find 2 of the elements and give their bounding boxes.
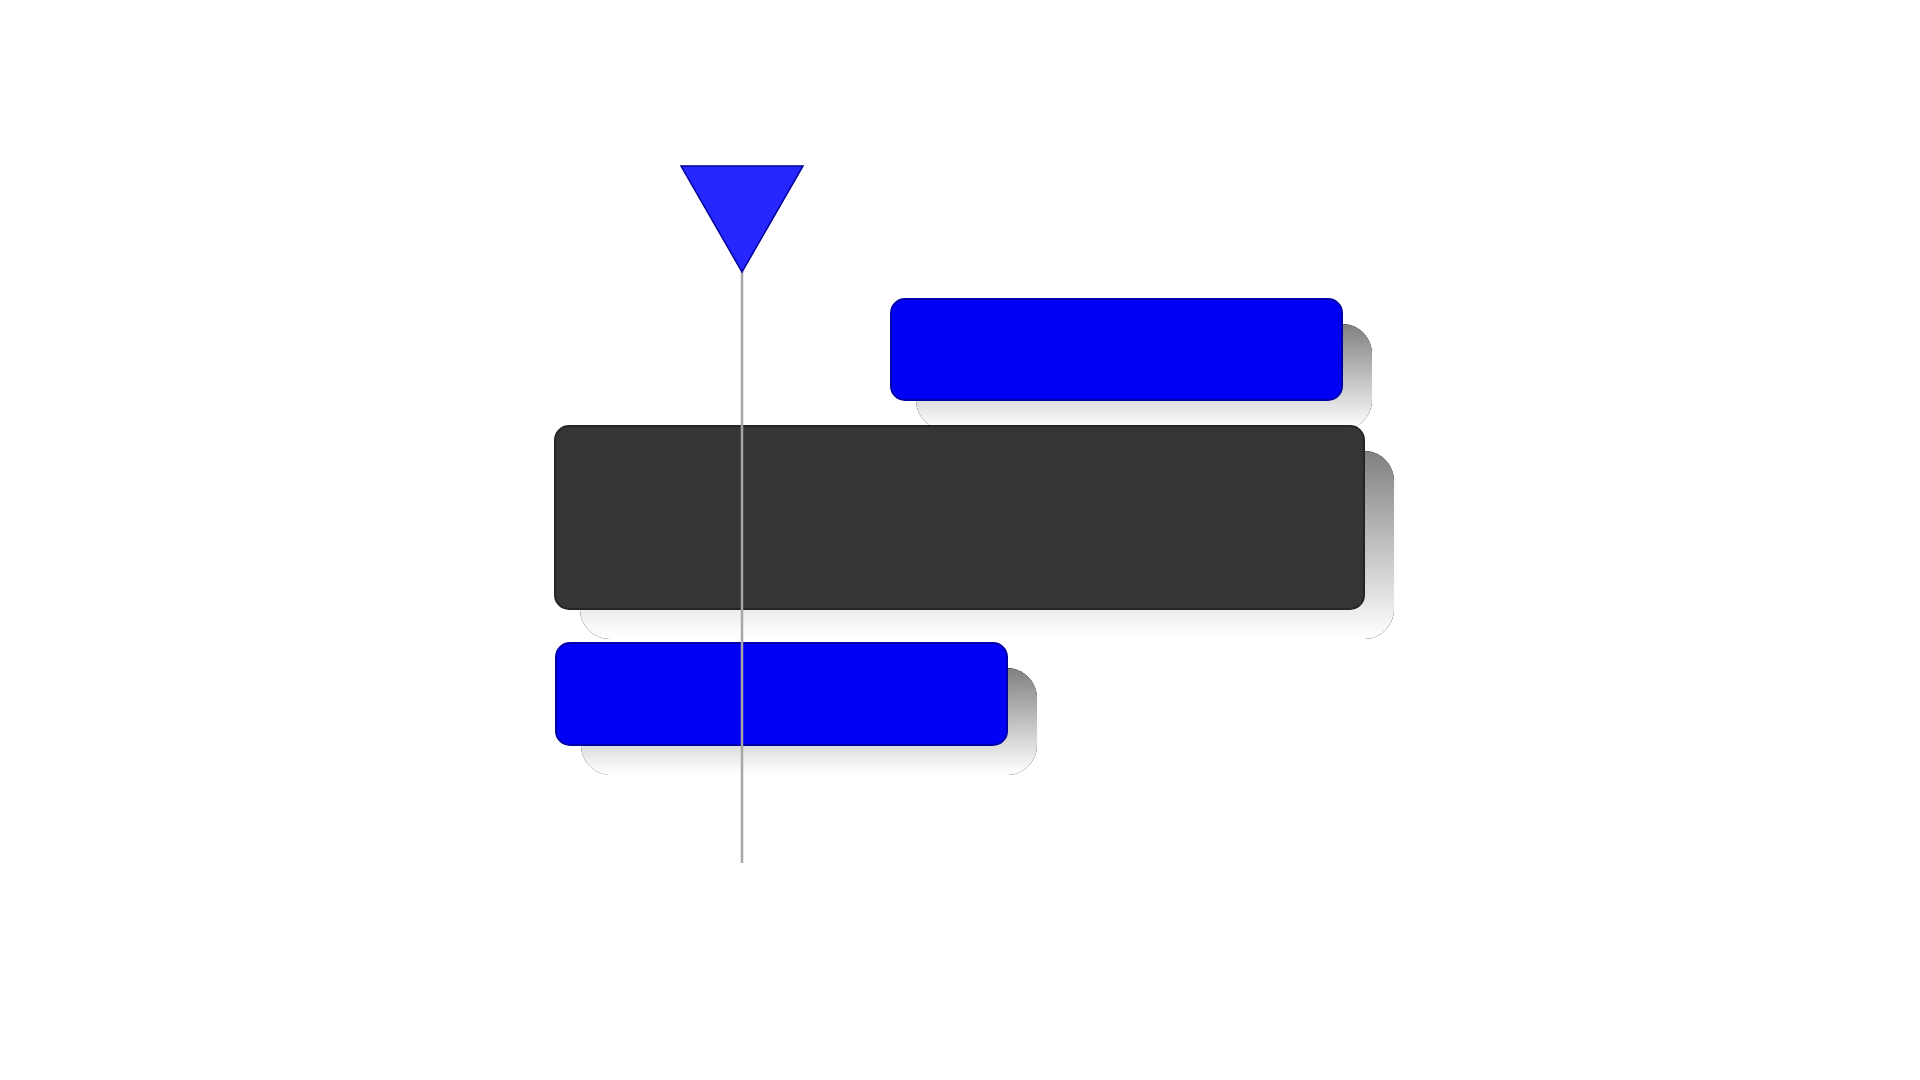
gantt-bar <box>555 642 1037 775</box>
gantt-bar <box>554 425 1394 639</box>
